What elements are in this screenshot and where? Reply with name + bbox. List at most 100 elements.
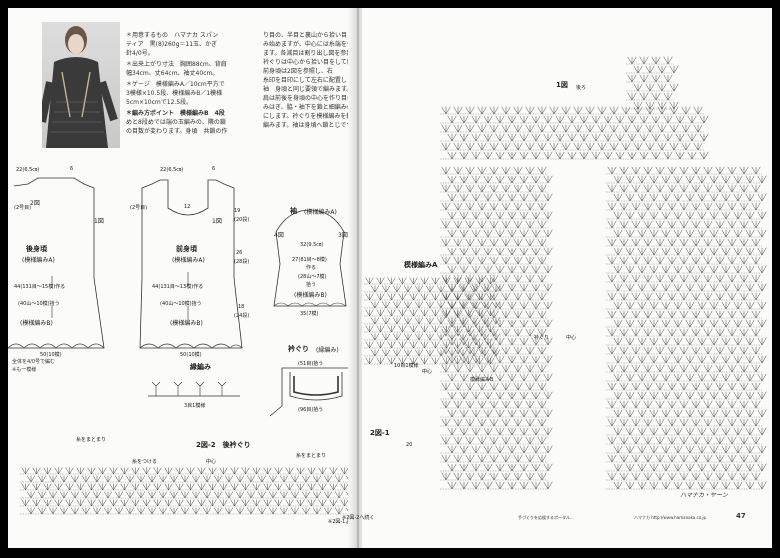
dim-label: (2号目) — [130, 205, 148, 211]
figure-2-2-chart: 2図-2 後衿ぐり 糸をまとまり 糸をつける 中心 糸をまとまり 20 15 ※… — [16, 432, 365, 532]
piece-title: 後身頃 — [26, 245, 47, 253]
dim-label: (28山～7模) — [298, 274, 327, 280]
gauge-line: 3模様×10.5段、模様編みB／1模様 — [126, 90, 223, 97]
dim-label: (51目)拾う — [298, 361, 324, 367]
dim-label: 35(7模) — [300, 311, 319, 317]
point-line: の目数が変わります。身頃 共鎖の作 — [126, 128, 228, 135]
pattern-label: (縁編み) — [316, 347, 339, 354]
dim-label: 22(6.5㎝) — [16, 167, 40, 173]
dim-label: 6 — [212, 166, 216, 172]
edging-chart: 縁編み 3目1模様 — [148, 362, 248, 412]
instruction-line: 衿ぐりは中心から拾い目をして編みます。 — [263, 59, 377, 66]
brand-logo: ハマナカ・ヤーン — [680, 492, 728, 499]
dim-label: 10目1模様 — [394, 363, 419, 369]
left-page: ＊用意するもの ハマナカ スパン ティア 黒(8)260g＝11玉、かぎ 針4/… — [7, 8, 376, 548]
figure-label: 4図 — [274, 232, 284, 239]
footer-text: 手づくりを応援するポータル... — [518, 515, 574, 520]
dim-label: (40山～10模)拾う — [160, 301, 202, 307]
pattern-label: (模様編みA) — [172, 257, 205, 264]
dim-label: 26 — [236, 250, 243, 256]
pattern-label: (模様編みB) — [170, 320, 203, 327]
size-line: 幅34cm、丈64cm、袖丈40cm。 — [126, 70, 219, 77]
chart-note: ※2図-1より編む — [328, 519, 366, 525]
footer-url[interactable]: ハマナカ http://www.hamanaka.co.jp — [634, 515, 707, 520]
chart-note: 糸をまとまり — [296, 453, 327, 459]
instruction-line: り目の、半目と裏山から拾い目して模 — [263, 32, 365, 39]
chart-title: 2図-1 — [370, 429, 390, 437]
figure-label: 2図 — [30, 200, 40, 207]
dim-label: 32(9.5㎝) — [300, 242, 324, 248]
chart-note: 後ろ — [576, 85, 587, 91]
dim-label: 6 — [70, 166, 74, 172]
pattern-label: (模様編みB) — [294, 292, 327, 299]
dim-label: 50(10模) — [180, 352, 202, 358]
figure-1-chart: 1図 後ろ 衿ぐり 中心 — [426, 34, 772, 504]
right-page: 模様編みA 10目1模様 中心 模様編みB 2図-1 20 ※2図-2へ続く 1… — [342, 8, 772, 548]
dim-label: (20段) — [234, 217, 250, 223]
figure-2-1-chart: 2図-1 20 ※2図-2へ続く — [342, 428, 422, 528]
instruction-line: みはぎ、脇・袖下を鎖と細編みの鎖とじ — [263, 104, 371, 111]
chart-title: 2図-2 後衿ぐり — [196, 441, 251, 449]
dim-label: 3目1模様 — [184, 403, 206, 409]
dim-label: 18 — [238, 304, 245, 310]
dim-label: 44(131目～13模)作る — [152, 284, 204, 290]
pattern-label: (模様編みB) — [20, 320, 53, 327]
row-number: 20 — [406, 442, 413, 448]
dim-label: 50(10模) — [40, 352, 62, 358]
materials-line: ＊用意するもの ハマナカ スパン — [126, 32, 219, 39]
front-body-diagram: 22(6.5㎝) 6 (2号目) 12 1図 19 (20段) 26 (28段)… — [126, 158, 251, 358]
chart-note: ※2図-2へ続く — [342, 515, 375, 521]
dim-label: (28段) — [234, 259, 250, 265]
piece-title: 衿ぐり — [288, 345, 309, 353]
chart-note: 糸をまとまり — [76, 437, 107, 443]
dim-label: (2号目) — [14, 205, 32, 211]
dim-label: 19 — [234, 208, 241, 214]
chart-note: 糸をつける — [132, 459, 158, 465]
dim-label: (96目)拾う — [298, 407, 324, 413]
pattern-label: (模様編みA) — [22, 257, 55, 264]
dim-label: 作る — [306, 265, 317, 271]
pattern-a-chart: 模様編みA 10目1模様 中心 模様編みB — [362, 260, 502, 390]
dim-label: 拾う — [306, 282, 317, 288]
figure-label: 1図 — [94, 218, 104, 225]
instruction-line: み始めますが、中心には糸端を付けてお — [263, 41, 371, 48]
size-line: ＊出来上がり寸法 胸囲88cm、背肩 — [126, 61, 227, 68]
instruction-line: 袖 身頃と同じ要領で編みます。まとめ — [263, 86, 371, 93]
piece-title: 前身頃 — [176, 245, 197, 253]
chart-note: 衿ぐり — [534, 335, 550, 341]
instruction-line: 前身頃は2図を参照し、右 — [263, 68, 333, 75]
instruction-line: にします。衿ぐりを模様編みを輪に — [263, 113, 359, 120]
gauge-line: ＊ゲージ 模様編みA／10cm平方で — [126, 81, 225, 88]
back-body-diagram: 22(6.5㎝) 6 2図 (2号目) 1図 後身頃 (模様編みA) 44(13… — [7, 158, 128, 358]
pattern-label: (模様編みA) — [304, 209, 337, 216]
chart-title: 縁編み — [190, 363, 211, 371]
chart-note: 中心 — [206, 459, 217, 465]
chart-note: 中心 — [566, 335, 577, 341]
sleeve-diagram: 袖 (模様編みA) 3図 4図 32(9.5㎝) 27(81目～8模) 作る (… — [260, 202, 360, 332]
stitch-grid — [440, 56, 767, 490]
collar-diagram: 衿ぐり (縁編み) (51目)拾う (96目)拾う — [269, 338, 361, 428]
piece-title: 袖 — [290, 207, 297, 215]
stitch-grid — [20, 467, 355, 515]
stitch-grid — [364, 277, 501, 365]
page-number: 47 — [736, 512, 746, 520]
instruction-line: 糸印を目印にして左右に配置します。 — [263, 77, 365, 84]
figure-label: 1図 — [212, 218, 222, 225]
note: 全体を4/0号で編む — [12, 359, 56, 365]
materials-line: 針4/0号。 — [126, 50, 154, 57]
chart-title: 1図 — [556, 81, 568, 89]
note: ※も一模様 — [12, 367, 37, 373]
dim-label: (40山～10模)拾う — [18, 301, 60, 307]
dim-label: (24段) — [234, 313, 250, 319]
dim-label: 44(131目～15模)作る — [14, 284, 66, 290]
model-photo — [42, 22, 120, 148]
point-line: めと8段めでは端の玉編みの、隣の鎖 — [126, 119, 226, 126]
instruction-line: ます。各減目は割り出し図を参照し、後 — [263, 50, 371, 57]
chart-note: 模様編みB — [470, 377, 494, 383]
gauge-line: 5cm×10cmで12.5段。 — [126, 99, 193, 106]
dim-label: 27(81目～8模) — [292, 257, 327, 263]
figure-label: 3図 — [338, 232, 348, 239]
chart-note: 中心 — [422, 369, 433, 375]
instruction-line: 編みます。袖は身頃へ鎖とじでつけます。 — [263, 122, 376, 129]
materials-line: ティア 黒(8)260g＝11玉、かぎ — [126, 41, 218, 48]
